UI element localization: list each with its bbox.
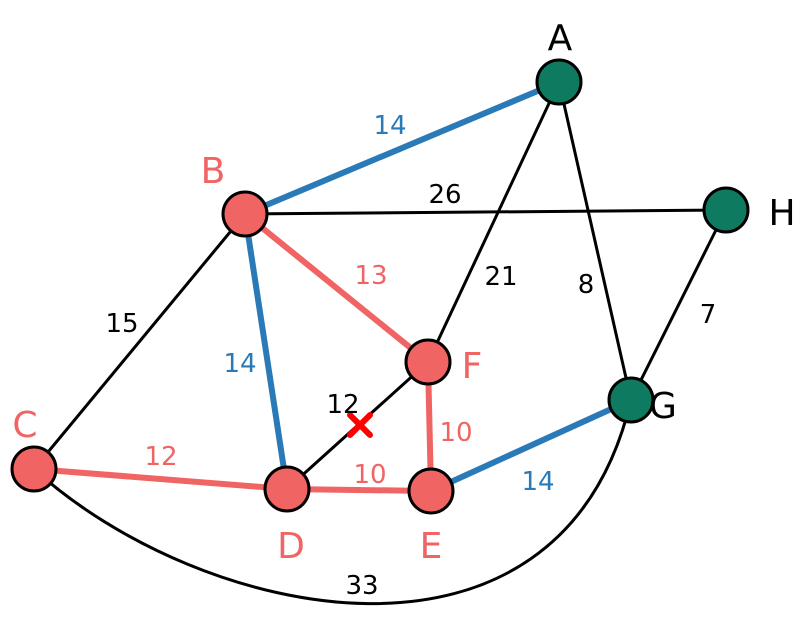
node-label-E: E — [420, 526, 443, 567]
node-label-G: G — [649, 386, 677, 427]
edge-B-C — [32, 213, 247, 470]
node-label-A: A — [548, 18, 573, 59]
node-F — [404, 338, 452, 386]
removed-edge-cross-icon — [347, 412, 373, 438]
edge-weight-A-B: 14 — [373, 111, 406, 141]
edge-weight-F-E: 10 — [439, 418, 472, 448]
edge-H-G — [629, 209, 728, 401]
edge-B-H — [244, 208, 727, 216]
edge-A-F — [426, 81, 561, 363]
edge-B-F — [243, 211, 430, 365]
edge-B-D — [242, 213, 290, 490]
node-label-C: C — [12, 405, 37, 446]
node-E — [407, 467, 455, 515]
node-label-H: H — [768, 193, 795, 234]
edge-weight-H-G: 7 — [700, 300, 717, 330]
node-D — [263, 465, 311, 513]
edge-D-E — [286, 486, 432, 494]
edge-weight-C-D: 12 — [144, 442, 177, 472]
edge-weight-B-F: 13 — [354, 261, 387, 291]
edge-weight-C-G: 33 — [345, 571, 378, 601]
node-G — [607, 376, 655, 424]
edge-weight-F-D: 12 — [326, 390, 359, 420]
node-label-D: D — [277, 526, 305, 567]
node-B — [221, 190, 269, 238]
edge-E-G — [429, 397, 633, 494]
edge-A-G — [557, 81, 633, 401]
edge-weight-E-G: 14 — [521, 467, 554, 497]
node-label-B: B — [201, 151, 226, 192]
node-A — [535, 58, 583, 106]
edge-C-G — [32, 399, 633, 606]
edge-weight-D-E: 10 — [353, 460, 386, 490]
node-H — [702, 186, 750, 234]
edge-weight-B-C: 15 — [105, 309, 138, 339]
edge-weight-B-H: 26 — [428, 180, 461, 210]
node-C — [10, 445, 58, 493]
edge-weight-A-F: 21 — [484, 262, 517, 292]
edge-C-D — [33, 466, 288, 492]
edge-weight-A-G: 8 — [578, 270, 595, 300]
edge-weight-B-D: 14 — [223, 349, 256, 379]
edge-A-B — [243, 79, 561, 217]
node-label-F: F — [462, 346, 483, 387]
